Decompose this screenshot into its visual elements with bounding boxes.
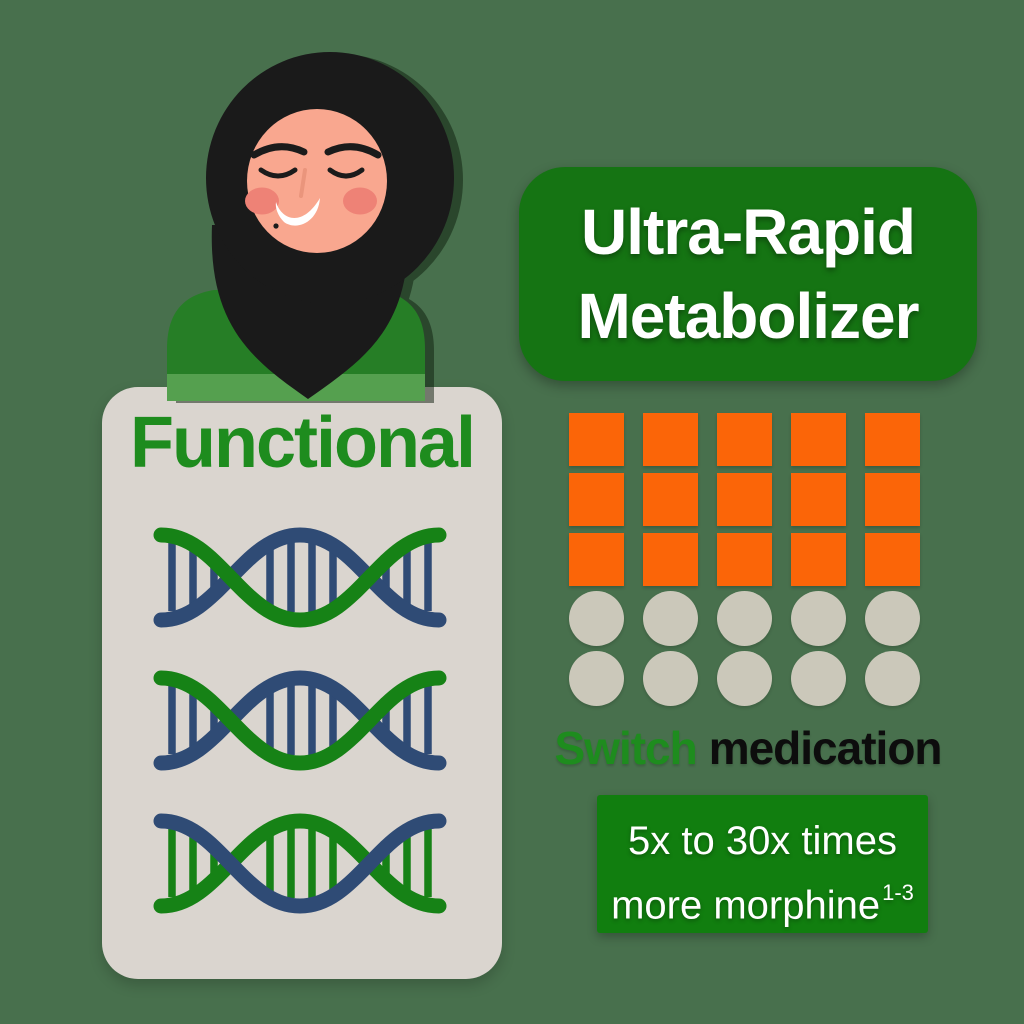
dose-unit-square — [865, 473, 920, 526]
left-blush — [245, 187, 279, 215]
dose-unit-square — [643, 473, 698, 526]
phenotype-title-card: Ultra-Rapid Metabolizer — [519, 167, 977, 381]
dose-unit-square — [643, 413, 698, 466]
dose-unit-square — [569, 533, 624, 586]
dose-unit-circle — [717, 591, 772, 646]
dose-unit-circle — [569, 651, 624, 706]
dose-unit-circle — [643, 651, 698, 706]
dna-helix-icon — [153, 813, 447, 914]
smile — [275, 198, 320, 226]
right-closed-eye-icon — [327, 167, 365, 179]
phenotype-title-line1: Ultra-Rapid — [581, 196, 916, 268]
left-eyebrow-icon — [250, 143, 308, 159]
dna-helix-icon — [153, 670, 447, 771]
dose-unit-square — [791, 533, 846, 586]
dose-unit-circle — [569, 591, 624, 646]
dose-unit-square — [865, 533, 920, 586]
phenotype-title-line2: Metabolizer — [577, 280, 919, 352]
dose-unit-square — [717, 413, 772, 466]
genotype-label: Functional — [130, 403, 476, 483]
beauty-mark — [273, 223, 279, 229]
right-eyebrow-icon — [324, 143, 382, 159]
dose-unit-circle — [717, 651, 772, 706]
dose-unit-square — [569, 473, 624, 526]
note-line2-text: more morphine — [611, 883, 881, 928]
dna-helix-icon — [153, 527, 447, 628]
left-closed-eye-icon — [258, 167, 298, 179]
face — [247, 109, 387, 253]
dose-unit-square — [569, 413, 624, 466]
dose-unit-circle — [865, 591, 920, 646]
dose-unit-circle — [643, 591, 698, 646]
caption-highlight: Switch — [554, 722, 697, 774]
caption-rest: medication — [708, 722, 943, 774]
dose-unit-circle — [791, 591, 846, 646]
dose-squares-grid — [569, 413, 920, 586]
dose-unit-square — [791, 473, 846, 526]
dose-unit-square — [643, 533, 698, 586]
dna-helix-stack — [149, 521, 451, 920]
dose-unit-circle — [865, 651, 920, 706]
dose-unit-square — [865, 413, 920, 466]
dose-unit-circle — [791, 651, 846, 706]
reference-superscript: 1-3 — [882, 880, 914, 905]
right-blush — [343, 187, 377, 215]
patient-avatar — [167, 52, 454, 401]
dose-unit-square — [791, 413, 846, 466]
note-line2: more morphine1-3 — [597, 869, 928, 933]
nose — [299, 168, 307, 198]
note-line1: 5x to 30x times — [627, 819, 897, 863]
genotype-card: Functional — [102, 387, 502, 979]
dose-unit-square — [717, 473, 772, 526]
dose-circles-grid — [569, 591, 920, 706]
morphine-note-card: 5x to 30x times more morphine1-3 — [597, 795, 928, 933]
dose-unit-square — [717, 533, 772, 586]
